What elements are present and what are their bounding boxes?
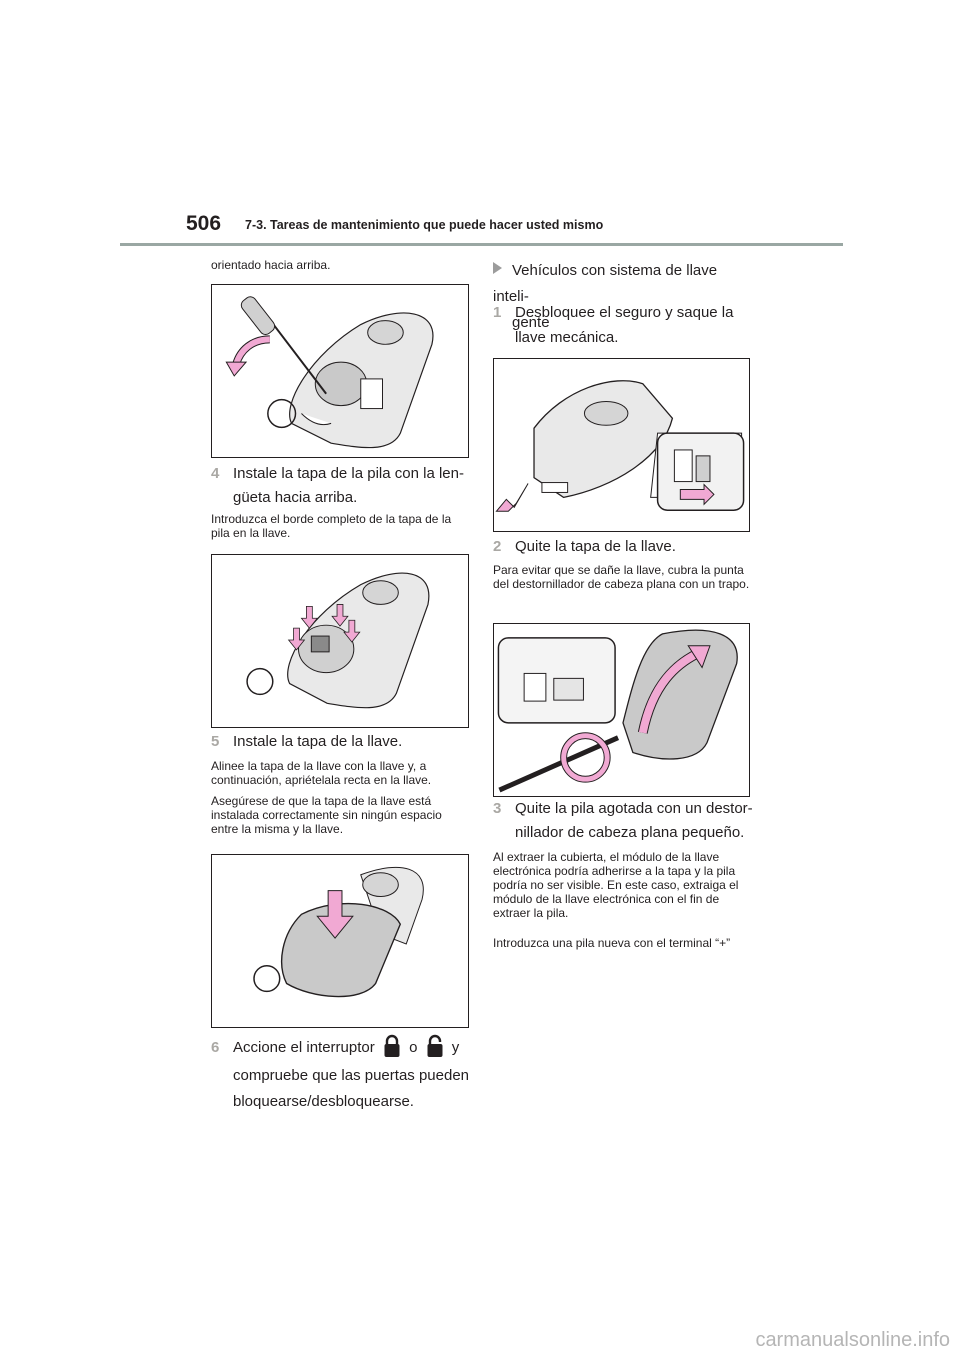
step-number: 3 <box>493 800 502 817</box>
unlock-icon <box>427 1034 443 1057</box>
step-text: Accione el interruptor <box>233 1039 375 1056</box>
step-number: 5 <box>211 733 220 750</box>
intro-text: orientado hacia arriba. <box>211 258 331 272</box>
step-1: 1 Desbloquee el seguro y saque la llave m… <box>493 300 755 350</box>
step-2: 2 Quite la tapa de la llave. <box>493 535 755 559</box>
step-text: llave mecánica. <box>515 329 619 346</box>
step-number: 2 <box>493 538 502 555</box>
step-2-note: Para evitar que se dañe la llave, cubra … <box>493 563 750 591</box>
step-text: Quite la pila agotada con un destor- <box>515 800 753 817</box>
figure-mechanical-key-release <box>493 358 750 532</box>
step-5: 5 Instale la tapa de la llave. <box>211 730 469 754</box>
step-number: 6 <box>211 1039 220 1056</box>
watermark: carmanualsonline.info <box>755 1329 950 1351</box>
subsection-heading: Vehículos con sistema de llave inteli- g… <box>493 262 718 331</box>
step-5-note-1: Alinee la tapa de la llave con la llave … <box>211 759 432 787</box>
step-5-note-2: Asegúrese de que la tapa de la llave est… <box>211 794 442 836</box>
page-number: 506 <box>186 212 222 235</box>
step-text: compruebe que las puertas pueden <box>233 1067 470 1084</box>
step-3-note-2: Introduzca una pila nueva con el termina… <box>493 936 731 950</box>
figure-battery-cover-install <box>211 554 469 728</box>
step-text: Quite la tapa de la llave. <box>515 538 676 555</box>
step-text: Desbloquee el seguro y saque la <box>515 304 734 321</box>
figure-key-cover-install <box>211 854 469 1028</box>
step-text: güeta hacia arriba. <box>233 489 358 506</box>
step-text-or: o <box>409 1039 418 1056</box>
step-text: bloquearse/desbloquearse. <box>233 1093 414 1110</box>
step-6: 6 Accione el interruptor o y compruebe q… <box>211 1033 473 1115</box>
triangle-bullet-icon <box>493 262 502 274</box>
step-text-y: y <box>451 1039 460 1056</box>
figure-battery-removal <box>211 284 469 458</box>
step-number: 4 <box>211 465 220 482</box>
step-4-note: Introduzca el borde completo de la tapa … <box>211 512 452 540</box>
header-rule <box>120 243 843 246</box>
section-title: 7-3. Tareas de mantenimiento que puede h… <box>245 218 604 232</box>
lock-icon <box>384 1034 400 1057</box>
figure-key-cover-removal <box>493 623 750 797</box>
step-3: 3 Quite la pila agotada con un destor- ni… <box>493 797 755 845</box>
step-3-note-1: Al extraer la cubierta, el módulo de la … <box>493 850 739 920</box>
step-text: Instale la tapa de la llave. <box>233 733 403 750</box>
step-number: 1 <box>493 304 502 321</box>
step-text: Instale la tapa de la pila con la len- <box>233 465 464 482</box>
step-text: nillador de cabeza plana pequeño. <box>515 824 745 841</box>
